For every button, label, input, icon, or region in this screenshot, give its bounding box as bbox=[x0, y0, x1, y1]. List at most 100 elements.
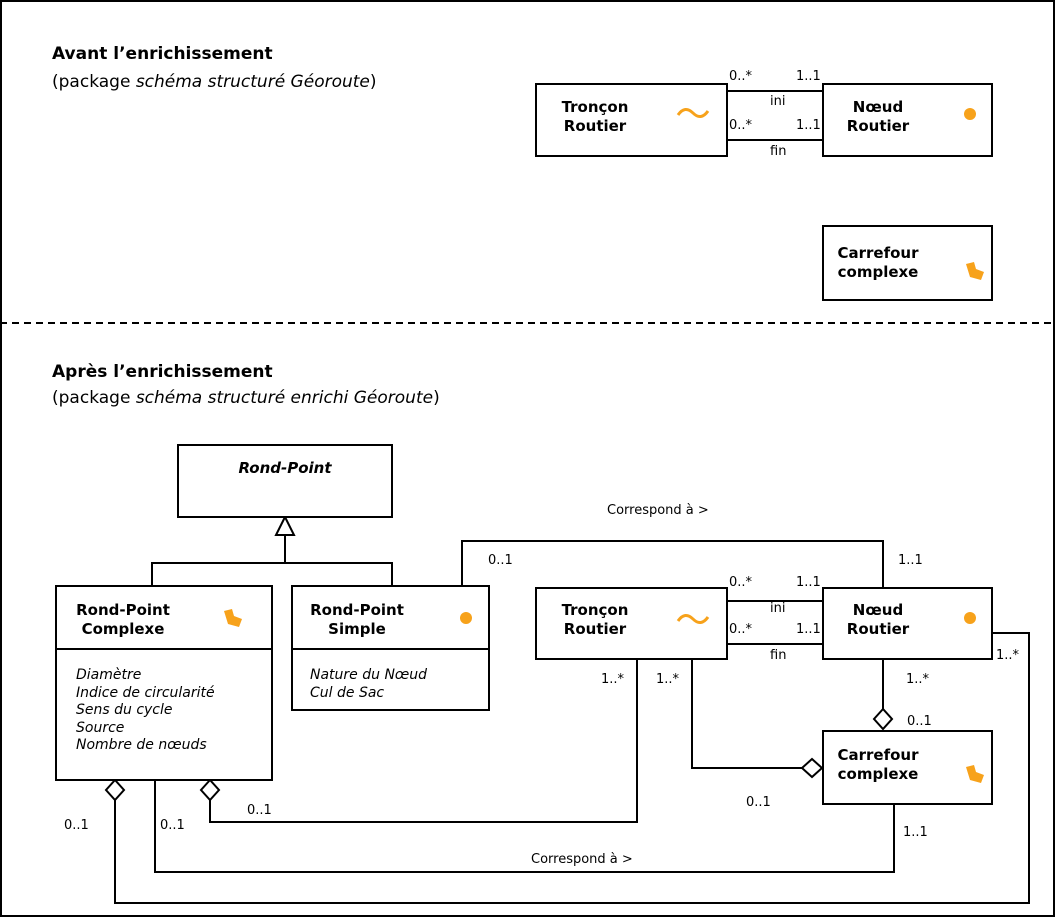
dot-icon bbox=[964, 108, 976, 120]
after-fin-label: fin bbox=[770, 648, 787, 663]
wavy-line-icon bbox=[676, 108, 710, 118]
rp-complexe-name-line2: Complexe bbox=[81, 620, 165, 638]
corresp-top-line bbox=[461, 540, 884, 588]
before-noeud-class[interactable]: Nœud Routier bbox=[822, 83, 993, 157]
rp-complexe-attr: Source bbox=[76, 719, 125, 736]
dot-icon bbox=[460, 612, 472, 624]
before-fin-mult-left: 0..* bbox=[729, 118, 753, 133]
after-package: (package schéma structuré enrichi Géorou… bbox=[52, 389, 440, 407]
rp-simple-class[interactable]: Rond-Point Simple Nature du Nœud Cul de … bbox=[291, 585, 490, 711]
before-carrefour-class[interactable]: Carrefour complexe bbox=[822, 225, 993, 301]
before-package-name: schéma structuré Géoroute bbox=[135, 72, 370, 92]
after-carrefour-name-line2: complexe bbox=[837, 765, 919, 783]
wavy-line-icon bbox=[676, 614, 710, 624]
rp-simple-attr: Cul de Sac bbox=[310, 684, 385, 701]
troncon-carrefour-mult-carrefour: 0..1 bbox=[746, 795, 771, 810]
rp-complexe-name-line1: Rond-Point bbox=[76, 601, 170, 619]
before-noeud-name-line1: Nœud bbox=[852, 98, 904, 116]
noeud-carrefour-mult-noeud: 1..* bbox=[906, 672, 930, 687]
before-package: (package schéma structuré Géoroute) bbox=[52, 73, 377, 91]
corresp-bottom-mult-complexe: 0..1 bbox=[160, 818, 185, 833]
after-package-name: schéma structuré enrichi Géoroute bbox=[135, 388, 434, 408]
rp-complexe-attributes: Diamètre Indice de circularité Sens du c… bbox=[76, 667, 215, 755]
after-noeud-name-line2: Routier bbox=[846, 620, 910, 638]
corresp-top-label: Correspond à > bbox=[607, 503, 709, 518]
corresp-top-mult-simple: 0..1 bbox=[488, 553, 513, 568]
before-fin-label: fin bbox=[770, 144, 787, 159]
before-carrefour-name-line2: complexe bbox=[837, 263, 919, 281]
rp-complexe-divider bbox=[57, 648, 271, 650]
noeud-carrefour-mult-carrefour: 0..1 bbox=[907, 714, 932, 729]
after-carrefour-name-line1: Carrefour bbox=[837, 746, 919, 764]
before-troncon-name-line1: Tronçon bbox=[561, 98, 629, 116]
rond-point-class[interactable]: Rond-Point bbox=[177, 444, 393, 518]
rond-point-name: Rond-Point bbox=[238, 459, 332, 477]
rp-complexe-attr: Nombre de nœuds bbox=[76, 737, 207, 753]
noeud-carrefour-diamond bbox=[872, 707, 894, 731]
generalization-line bbox=[151, 562, 393, 586]
before-carrefour-name-line1: Carrefour bbox=[837, 244, 919, 262]
troncon-carrefour-line bbox=[691, 659, 802, 769]
after-ini-mult-left: 0..* bbox=[729, 575, 753, 590]
corresp-bottom-line bbox=[154, 779, 895, 873]
before-troncon-name: Tronçon Routier bbox=[545, 98, 645, 136]
after-carrefour-class[interactable]: Carrefour complexe bbox=[822, 730, 993, 805]
before-troncon-name-line2: Routier bbox=[563, 117, 627, 135]
troncon-rpc-mult-rpc: 0..1 bbox=[247, 803, 272, 818]
after-troncon-name: Tronçon Routier bbox=[545, 601, 645, 639]
generalization-arrow bbox=[274, 514, 296, 536]
before-package-suffix: ) bbox=[369, 72, 377, 92]
after-fin-mult-left: 0..* bbox=[729, 622, 753, 637]
before-package-prefix: (package bbox=[52, 72, 136, 92]
troncon-carrefour-diamond bbox=[800, 757, 824, 779]
troncon-rpc-mult-troncon: 1..* bbox=[601, 672, 625, 687]
troncon-carrefour-mult-troncon: 1..* bbox=[656, 672, 680, 687]
before-noeud-name-line2: Routier bbox=[846, 117, 910, 135]
before-title: Avant l’enrichissement bbox=[52, 44, 273, 64]
corresp-bottom-mult-carrefour: 1..1 bbox=[903, 825, 928, 840]
before-noeud-name: Nœud Routier bbox=[828, 98, 928, 136]
troncon-rpc-line bbox=[209, 659, 638, 823]
after-noeud-name-line1: Nœud bbox=[852, 601, 904, 619]
noeud-rpc-mult-rpc: 0..1 bbox=[64, 818, 89, 833]
rp-simple-name-line2: Simple bbox=[328, 620, 386, 638]
rp-complexe-name: Rond-Point Complexe bbox=[63, 601, 183, 639]
noeud-rpc-diamond bbox=[104, 778, 126, 802]
after-troncon-class[interactable]: Tronçon Routier bbox=[535, 587, 728, 660]
before-troncon-class[interactable]: Tronçon Routier bbox=[535, 83, 728, 157]
before-ini-mult-right: 1..1 bbox=[796, 69, 821, 84]
polygon-icon bbox=[966, 262, 984, 280]
after-ini-mult-right: 1..1 bbox=[796, 575, 821, 590]
after-noeud-name: Nœud Routier bbox=[828, 601, 928, 639]
before-carrefour-name: Carrefour complexe bbox=[828, 244, 928, 282]
polygon-icon bbox=[224, 609, 242, 627]
rp-simple-attributes: Nature du Nœud Cul de Sac bbox=[310, 667, 427, 702]
polygon-icon bbox=[966, 765, 984, 783]
after-noeud-class[interactable]: Nœud Routier bbox=[822, 587, 993, 660]
before-ini-mult-left: 0..* bbox=[729, 69, 753, 84]
rp-simple-attr: Nature du Nœud bbox=[310, 667, 428, 683]
after-troncon-name-line1: Tronçon bbox=[561, 601, 629, 619]
rp-complexe-attr: Sens du cycle bbox=[76, 702, 173, 718]
corresp-top-mult-noeud: 1..1 bbox=[898, 553, 923, 568]
after-package-suffix: ) bbox=[433, 388, 440, 408]
rp-simple-divider bbox=[293, 648, 488, 650]
rp-complexe-attr: Diamètre bbox=[76, 667, 142, 683]
troncon-rpc-diamond bbox=[199, 778, 221, 802]
after-package-prefix: (package bbox=[52, 388, 136, 408]
noeud-rpc-mult-noeud: 1..* bbox=[996, 648, 1020, 663]
rp-simple-name: Rond-Point Simple bbox=[301, 601, 413, 639]
corresp-bottom-label: Correspond à > bbox=[531, 852, 633, 867]
after-title: Après l’enrichissement bbox=[52, 362, 273, 382]
rp-simple-name-line1: Rond-Point bbox=[310, 601, 404, 619]
rp-complexe-class[interactable]: Rond-Point Complexe Diamètre Indice de c… bbox=[55, 585, 273, 781]
after-ini-label: ini bbox=[770, 601, 786, 616]
after-fin-mult-right: 1..1 bbox=[796, 622, 821, 637]
before-ini-label: ini bbox=[770, 94, 786, 109]
dot-icon bbox=[964, 612, 976, 624]
noeud-rpc-line bbox=[114, 632, 1030, 904]
after-carrefour-name: Carrefour complexe bbox=[828, 746, 928, 784]
rp-complexe-attr: Indice de circularité bbox=[76, 684, 215, 701]
